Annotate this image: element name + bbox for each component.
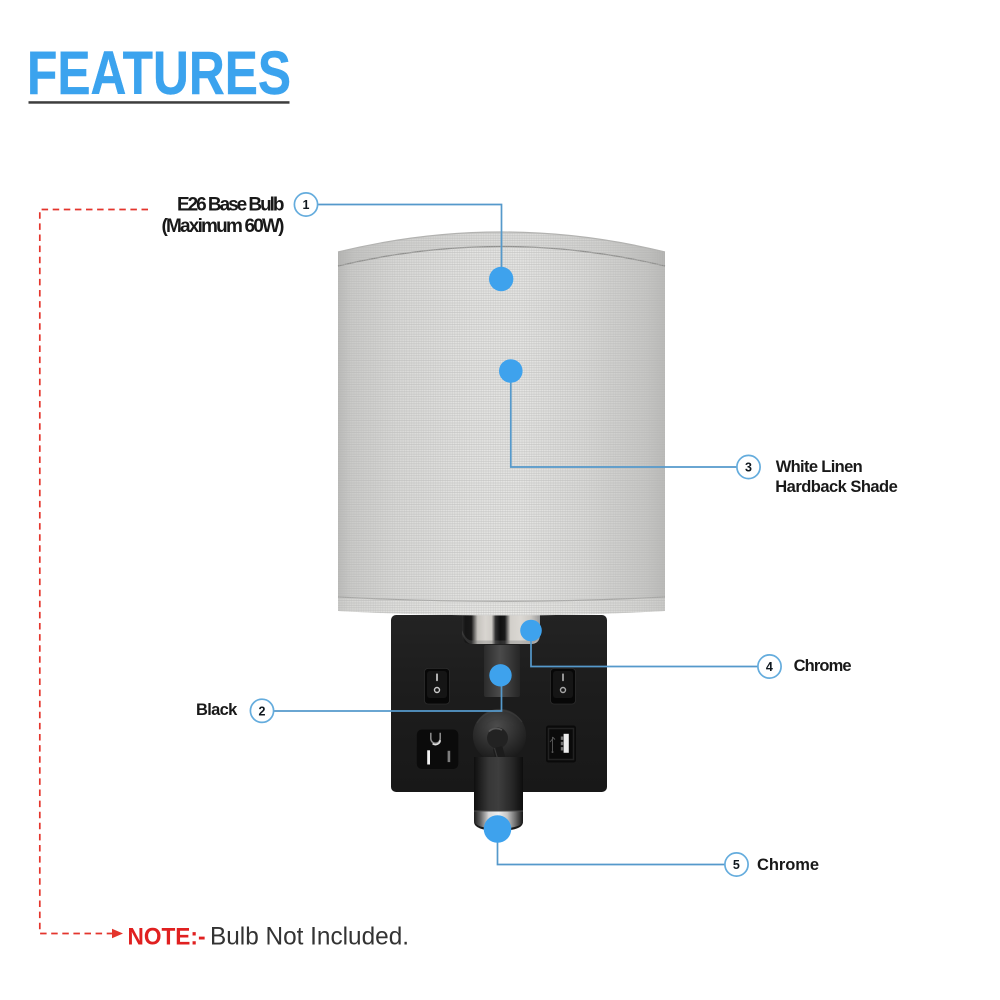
svg-text:Chrome: Chrome [757,856,819,874]
svg-text:1: 1 [303,198,310,212]
svg-text:NOTE:-: NOTE:- [128,923,206,950]
svg-text:3: 3 [745,461,752,475]
svg-text:Hardback Shade: Hardback Shade [775,478,898,496]
svg-text:4: 4 [766,660,773,674]
svg-text:(Maximum 60W): (Maximum 60W) [162,216,285,237]
svg-text:Bulb Not Included.: Bulb Not Included. [210,922,409,950]
svg-text:Black: Black [196,701,238,719]
svg-text:Chrome: Chrome [794,657,852,675]
svg-text:2: 2 [259,705,266,719]
svg-text:5: 5 [733,858,740,872]
svg-text:FEATURES: FEATURES [27,39,291,107]
svg-text:White Linen: White Linen [776,458,863,476]
svg-text:E26 Base Bulb: E26 Base Bulb [177,195,285,216]
